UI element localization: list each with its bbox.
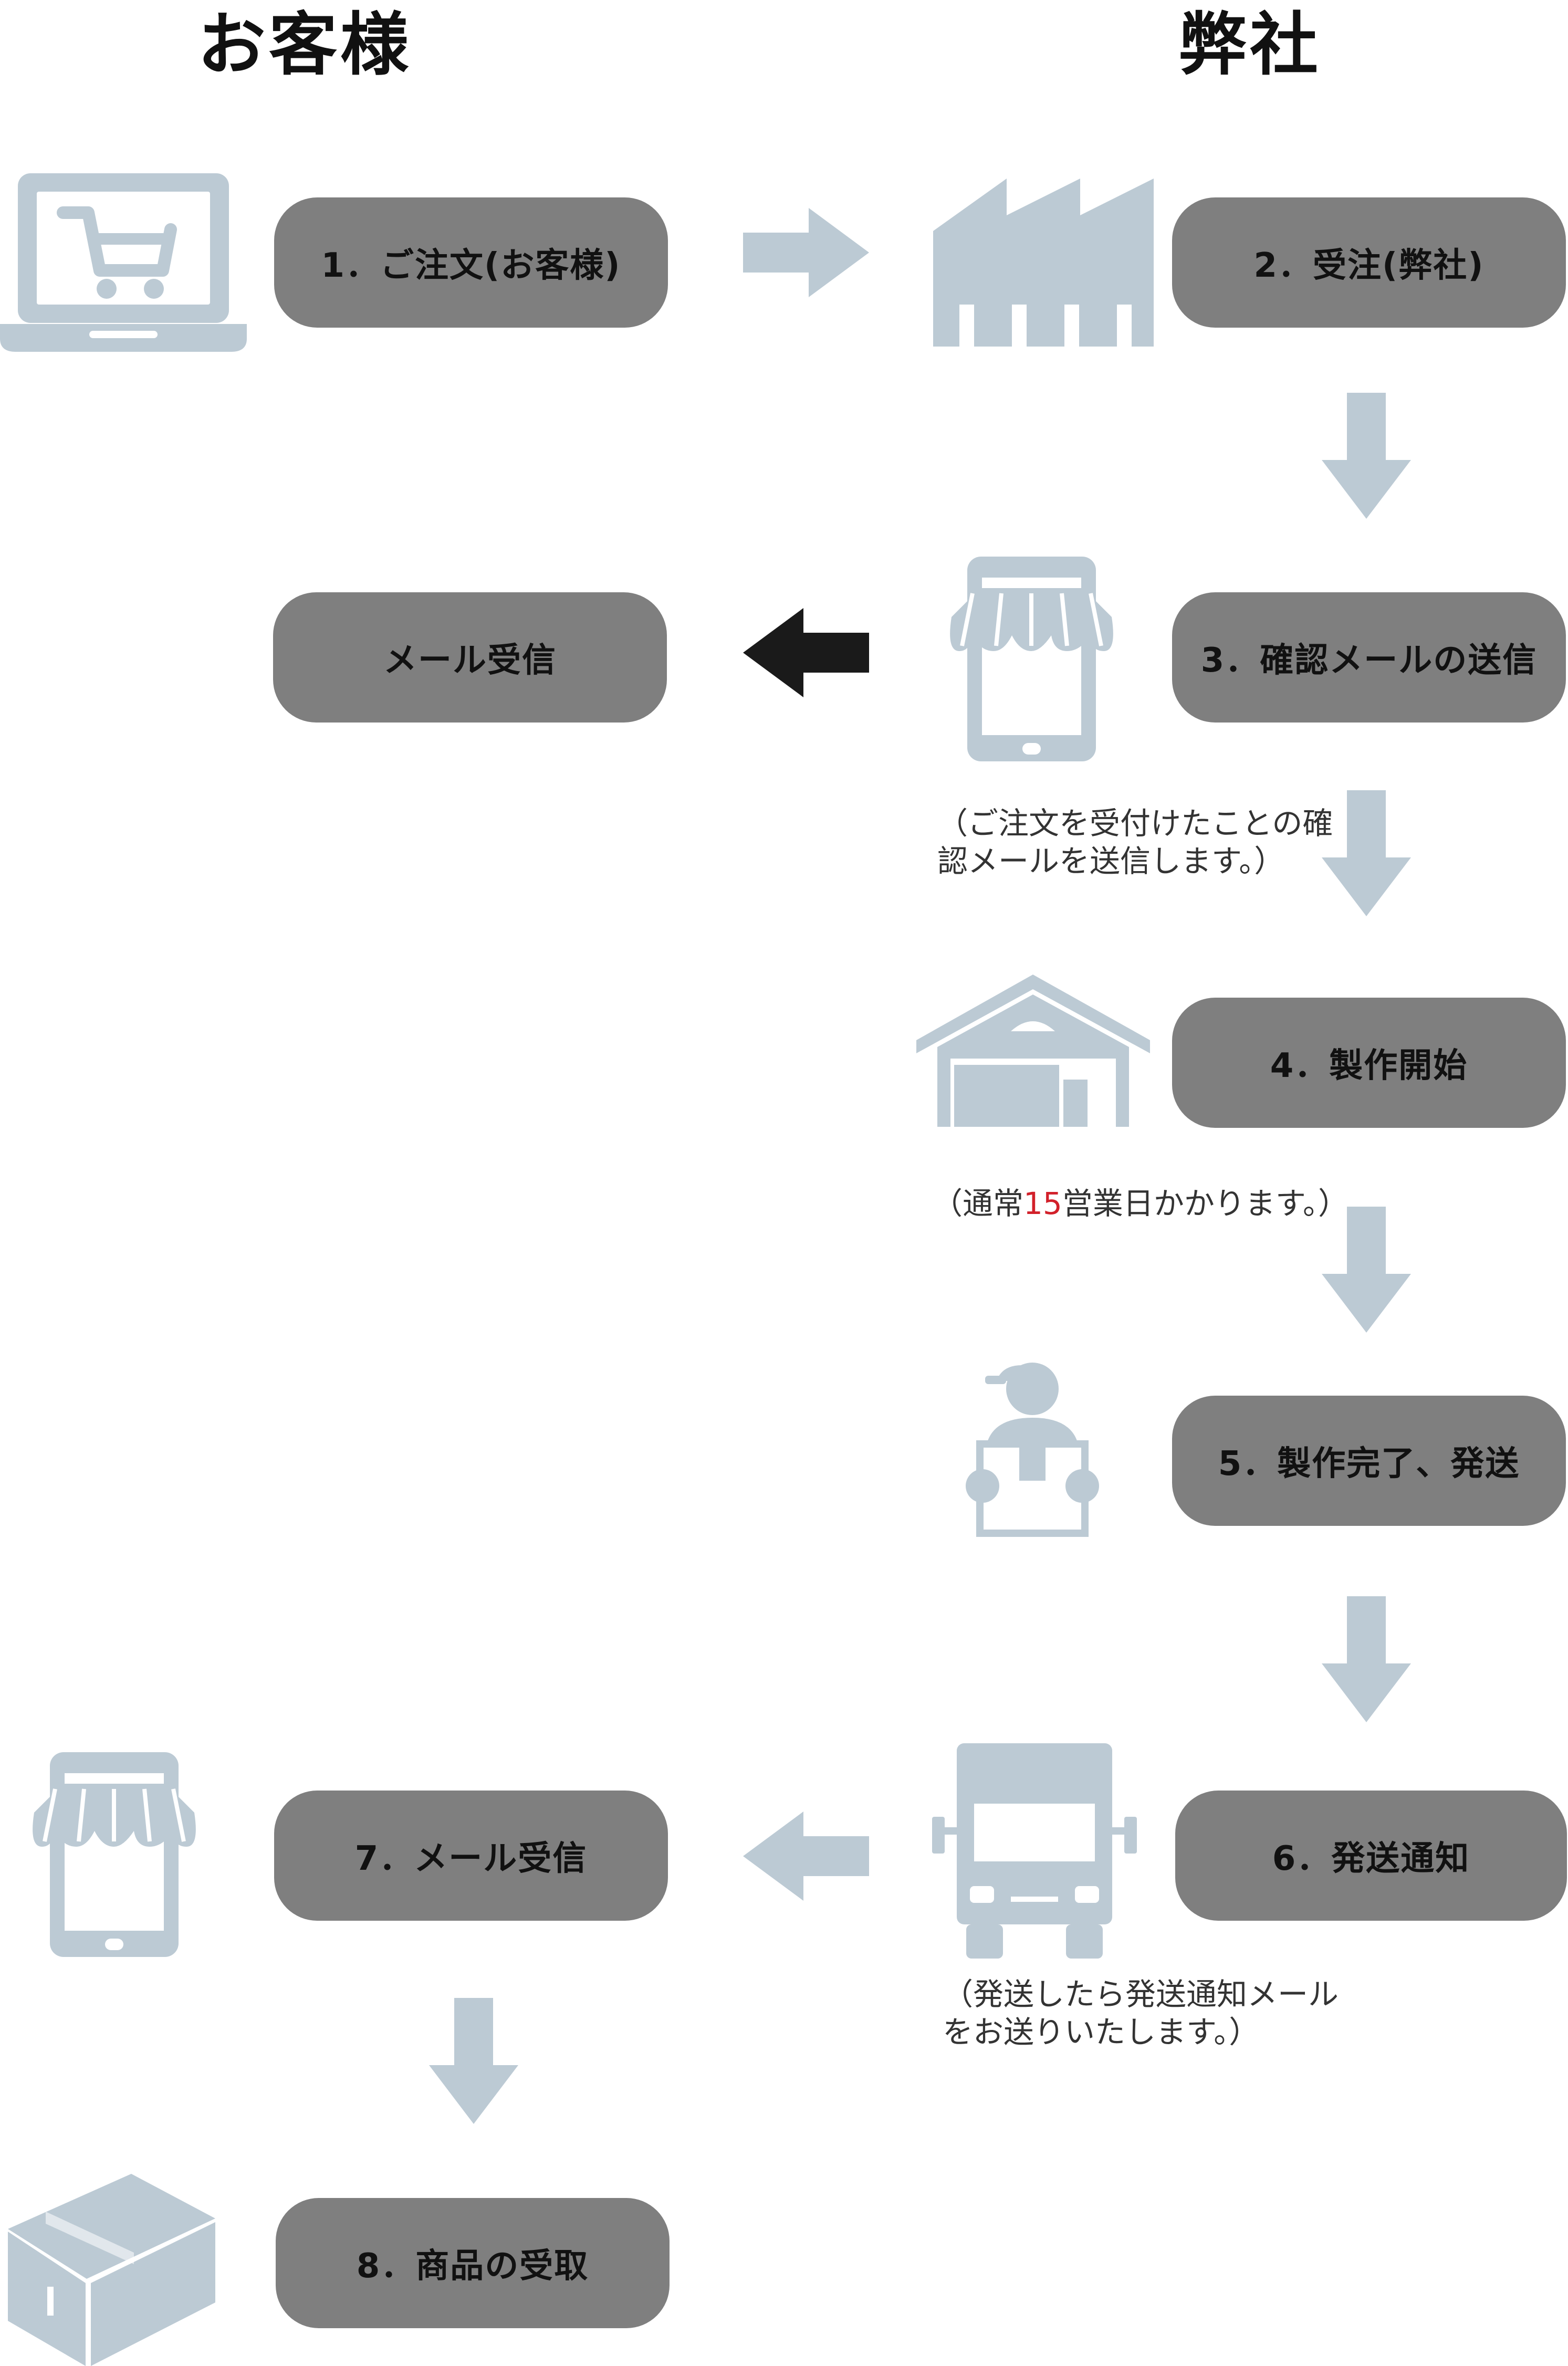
warehouse-icon — [916, 975, 1150, 1127]
arrow-down-icon — [1322, 1596, 1411, 1722]
truck-icon — [932, 1743, 1137, 1959]
arrow-down-icon — [429, 1998, 518, 2124]
note-confirmation-mail: （ご注文を受付けたことの確 認メールを送信します。） — [937, 804, 1333, 880]
arrow-left-dark-icon — [743, 608, 869, 697]
step-5-production-complete: 5．製作完了、発送 — [1172, 1396, 1566, 1526]
arrow-down-icon — [1322, 790, 1411, 916]
note-shipping-line1: （発送したら発送通知メール — [943, 1976, 1339, 2012]
note-confirmation-line2: 認メールを送信します。） — [937, 843, 1285, 879]
delivery-person-icon — [966, 1363, 1099, 1537]
note-shipping-line2: をお送りいたします。） — [943, 2014, 1260, 2050]
step-3-mail-received: メール受信 — [273, 592, 667, 723]
package-icon — [8, 2174, 215, 2366]
note-shipping-mail: （発送したら発送通知メール をお送りいたします。） — [943, 1975, 1339, 2051]
step-7-mail-received: 7．メール受信 — [274, 1791, 668, 1921]
laptop-cart-icon — [0, 173, 247, 352]
note-days-number: 15 — [1023, 1186, 1062, 1221]
arrow-right-icon — [743, 208, 869, 297]
step-6-shipping-notice: 6．発送通知 — [1175, 1791, 1567, 1921]
tablet-store-icon — [950, 557, 1113, 761]
factory-icon — [933, 179, 1154, 347]
note-days-prefix: （通常 — [932, 1186, 1024, 1221]
customer-header: お客様 — [197, 5, 412, 85]
step-1-order: 1．ご注文(お客様) — [274, 197, 668, 328]
arrow-down-icon — [1322, 1207, 1411, 1333]
note-production-days: （通常15営業日かかります。） — [932, 1185, 1349, 1222]
note-days-suffix: 営業日かかります。） — [1062, 1186, 1349, 1221]
step-3-send-confirmation: 3．確認メールの送信 — [1172, 592, 1566, 723]
arrow-left-icon — [743, 1812, 869, 1901]
step-4-production-start: 4．製作開始 — [1172, 998, 1566, 1128]
step-2-receive-order: 2．受注(弊社) — [1172, 197, 1566, 328]
company-header: 弊社 — [1178, 5, 1321, 85]
note-confirmation-line1: （ご注文を受付けたことの確 — [937, 805, 1333, 841]
tablet-store-icon — [33, 1752, 196, 1957]
step-8-receive-product: 8．商品の受取 — [276, 2198, 670, 2328]
arrow-down-icon — [1322, 393, 1411, 519]
